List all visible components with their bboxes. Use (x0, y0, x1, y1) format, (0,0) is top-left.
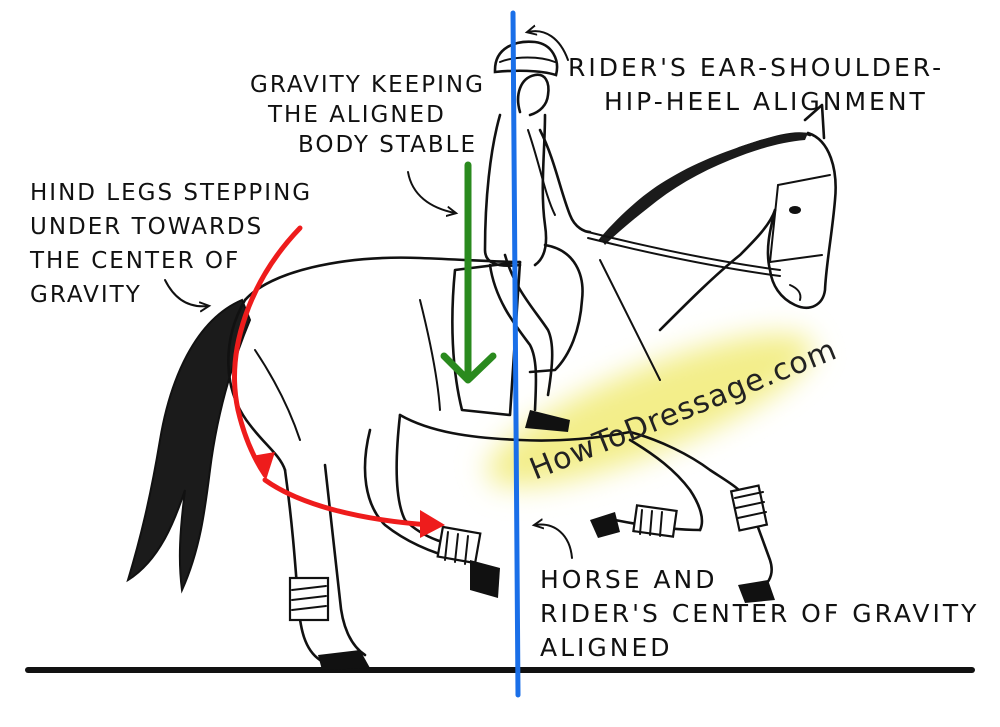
rider-alignment-label-line: HIP-HEEL ALIGNMENT (604, 87, 928, 116)
horse (227, 103, 837, 670)
hind-legs-label-line: THE CENTER OF (29, 248, 240, 274)
hind-legs-label-line: GRAVITY (30, 282, 142, 308)
center-of-gravity-label-line: ALIGNED (540, 633, 673, 662)
pointer-gravity (407, 171, 455, 213)
gravity-label-line: THE ALIGNED (267, 102, 446, 128)
horse-tail (126, 298, 252, 594)
gravity-arrow (440, 161, 497, 384)
gravity-label: GRAVITY KEEPING THE ALIGNED BODY STABLE (250, 72, 494, 158)
hind-legs-label-line: HIND LEGS STEPPING (30, 180, 312, 206)
pointer-center-of-gravity (535, 525, 573, 559)
gravity-label-line: GRAVITY KEEPING (250, 72, 485, 98)
hind-legs-label: HIND LEGS STEPPING UNDER TOWARDS THE CEN… (29, 180, 321, 308)
hind-legs-label-line: UNDER TOWARDS (30, 214, 263, 240)
rider-alignment-label-line: RIDER'S EAR-SHOULDER- (568, 53, 944, 82)
watermark-highlight (486, 333, 814, 487)
pointer-rider-alignment (528, 31, 569, 61)
center-of-gravity-label-line: RIDER'S CENTER OF GRAVITY (540, 599, 979, 628)
pointer-hind-legs (164, 279, 208, 306)
alignment-line (510, 10, 521, 698)
hind-leg-arrow (232, 225, 445, 538)
gravity-label-line: BODY STABLE (298, 132, 477, 158)
center-of-gravity-label: HORSE AND RIDER'S CENTER OF GRAVITY ALIG… (540, 565, 990, 662)
center-of-gravity-label-line: HORSE AND (540, 565, 718, 594)
rider-alignment-label: RIDER'S EAR-SHOULDER- HIP-HEEL ALIGNMENT (568, 53, 955, 116)
pointer-arrows (164, 31, 573, 559)
